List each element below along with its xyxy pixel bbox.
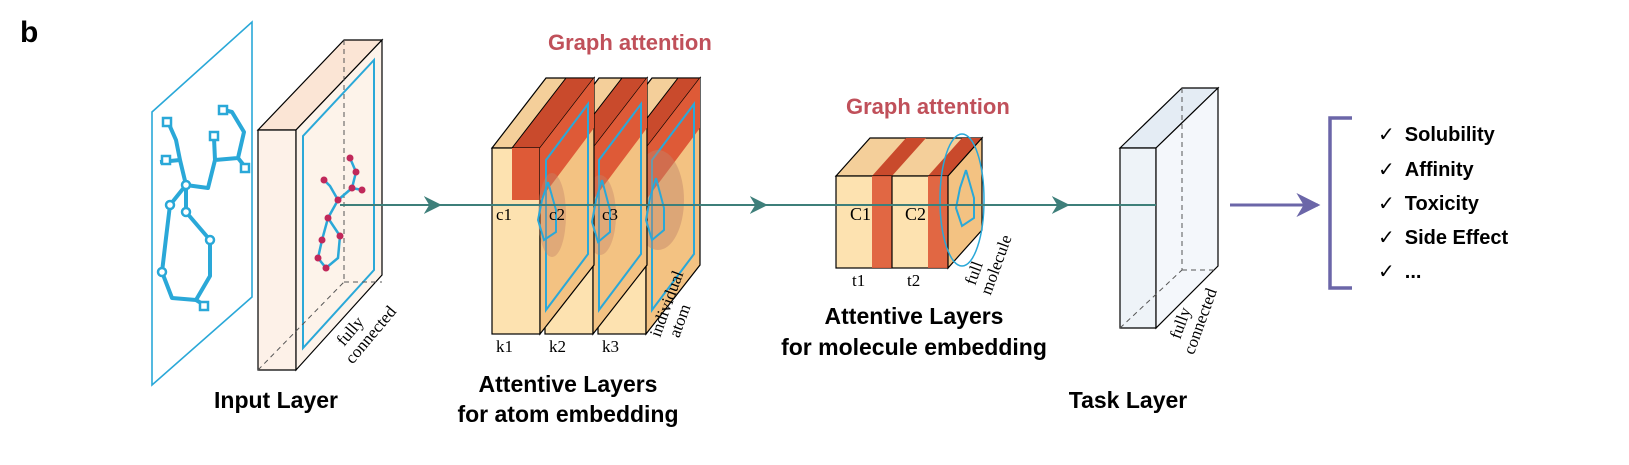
slice-label-t1: t1 xyxy=(852,271,865,290)
molecule-attentive-layers: C1 C2 t1 t2 full molecule xyxy=(834,133,1016,297)
atom-embedding-title-2: for atom embedding xyxy=(457,401,678,427)
task-item-1: ✓Solubility xyxy=(1378,124,1496,146)
graph-attention-label-atom: Graph attention xyxy=(548,30,712,55)
input-layer-title: Input Layer xyxy=(214,387,338,413)
output-task-list: ✓Solubility ✓Affinity ✓Toxicity ✓Side Ef… xyxy=(1328,116,1508,290)
input-molecule-sheet xyxy=(151,20,253,387)
task-item-2: ✓Affinity xyxy=(1378,159,1475,181)
task-item-3: ✓Toxicity xyxy=(1378,193,1480,215)
output-bracket xyxy=(1328,116,1352,290)
slice-label-c2: c2 xyxy=(549,205,565,224)
slice-label-c3: c3 xyxy=(602,205,618,224)
slice-label-c1: c1 xyxy=(496,205,512,224)
atom-embedding-title-1: Attentive Layers xyxy=(479,371,658,397)
slice-label-C2: C2 xyxy=(905,204,926,224)
fully-connected-label-task: fully connected xyxy=(1162,279,1221,357)
atom-attentive-layers: c1 c2 c3 k1 k2 k3 individual atom xyxy=(490,76,702,356)
slice-label-C1: C1 xyxy=(850,204,871,224)
molecule-embedding-title-2: for molecule embedding xyxy=(781,334,1047,360)
slice-label-k3: k3 xyxy=(602,337,619,356)
task-layer-box: fully connected xyxy=(1118,86,1221,357)
slice-label-t2: t2 xyxy=(907,271,920,290)
task-item-4: ✓Side Effect xyxy=(1378,227,1508,249)
panel-label: b xyxy=(20,16,38,49)
slice-label-k2: k2 xyxy=(549,337,566,356)
molecule-embedding-title-1: Attentive Layers xyxy=(825,303,1004,329)
graph-attention-label-molecule: Graph attention xyxy=(846,94,1010,119)
task-item-5: ✓... xyxy=(1378,261,1421,283)
slice-label-k1: k1 xyxy=(496,337,513,356)
task-layer-title: Task Layer xyxy=(1069,387,1188,413)
